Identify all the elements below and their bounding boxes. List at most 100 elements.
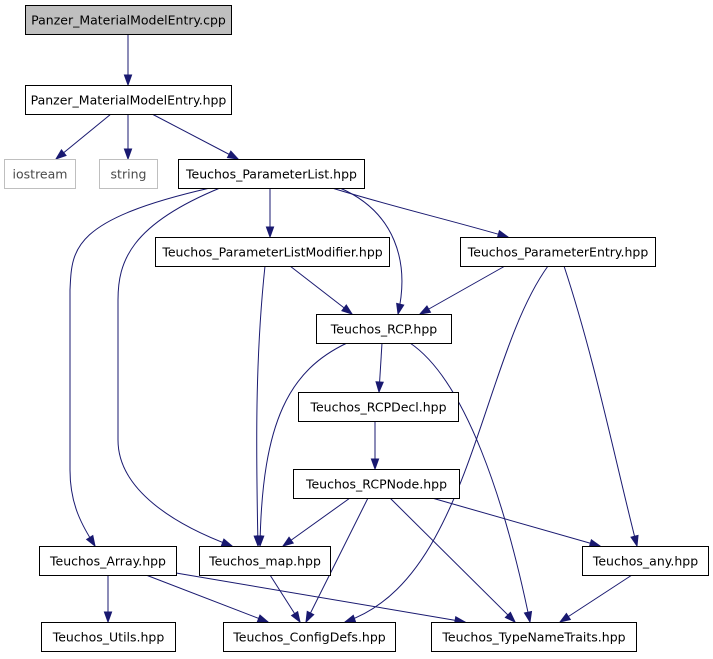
arrowhead bbox=[85, 534, 96, 548]
edge-plmodifier-to-map bbox=[253, 265, 266, 548]
edge-rcpnode-to-configdefs bbox=[305, 497, 369, 624]
node-label: Teuchos_ParameterEntry.hpp bbox=[467, 245, 649, 260]
arrowhead bbox=[341, 304, 354, 315]
arrowhead bbox=[290, 610, 301, 624]
edge-rcpnode-to-any bbox=[431, 497, 602, 548]
edge-plmodifier-to-rcp bbox=[289, 265, 354, 315]
node-label: Teuchos_ParameterListModifier.hpp bbox=[161, 245, 382, 260]
arrowhead bbox=[558, 612, 572, 623]
node-box bbox=[39, 546, 177, 576]
edge-rcp-to-rcpdecl bbox=[375, 342, 384, 394]
nodes-layer: Panzer_MaterialModelEntry.cppPanzer_Mate… bbox=[4, 5, 709, 652]
node-label: Panzer_MaterialModelEntry.hpp bbox=[31, 93, 227, 108]
node-array[interactable]: Teuchos_Array.hpp bbox=[39, 546, 177, 576]
node-box bbox=[582, 546, 709, 576]
node-string: string bbox=[99, 159, 158, 189]
node-paramentry[interactable]: Teuchos_ParameterEntry.hpp bbox=[460, 237, 656, 267]
arrowhead bbox=[343, 614, 357, 623]
arrowhead bbox=[103, 611, 113, 624]
edge-rcp-to-map bbox=[255, 342, 348, 548]
arrowhead bbox=[588, 538, 602, 548]
edge-paramentry-to-any bbox=[563, 265, 639, 548]
arrowhead bbox=[523, 610, 533, 624]
arrowhead bbox=[220, 538, 234, 547]
arrowhead bbox=[370, 458, 380, 471]
arrowhead bbox=[504, 611, 517, 624]
node-label: Teuchos_RCP.hpp bbox=[330, 322, 438, 337]
node-hpp[interactable]: Panzer_MaterialModelEntry.hpp bbox=[25, 85, 232, 115]
edge-rcpnode-to-map bbox=[281, 497, 351, 547]
node-box bbox=[41, 622, 176, 652]
node-box bbox=[99, 159, 158, 189]
node-rcpdecl[interactable]: Teuchos_RCPDecl.hpp bbox=[298, 392, 459, 422]
node-box bbox=[293, 469, 460, 499]
arrowhead bbox=[418, 305, 432, 315]
node-rcp[interactable]: Teuchos_RCP.hpp bbox=[316, 314, 452, 344]
node-utils[interactable]: Teuchos_Utils.hpp bbox=[41, 622, 176, 652]
node-label: Teuchos_RCPNode.hpp bbox=[305, 477, 447, 492]
edge-rcp-to-typenametraits bbox=[409, 342, 533, 624]
node-label: Teuchos_any.hpp bbox=[592, 554, 698, 569]
node-plmodifier[interactable]: Teuchos_ParameterListModifier.hpp bbox=[155, 237, 390, 267]
edge-paramentry-to-rcp bbox=[418, 265, 506, 315]
edge-paramlist-to-rcp bbox=[339, 187, 405, 316]
edge-hpp-to-paramlist bbox=[151, 113, 240, 160]
edge-array-to-utils bbox=[103, 575, 113, 624]
node-label: Teuchos_RCPDecl.hpp bbox=[309, 400, 446, 415]
arrowhead bbox=[54, 149, 67, 160]
edge-array-to-typenametraits bbox=[175, 572, 467, 625]
node-iostream: iostream bbox=[4, 159, 76, 189]
edge-any-to-typenametraits bbox=[558, 574, 633, 623]
edge-array-to-configdefs bbox=[145, 574, 270, 623]
node-label: Teuchos_Array.hpp bbox=[49, 554, 166, 569]
edge-paramlist-to-plmodifier bbox=[265, 188, 275, 239]
edge-paramlist-to-paramentry bbox=[331, 187, 510, 239]
node-map[interactable]: Teuchos_map.hpp bbox=[199, 546, 331, 576]
node-typenametraits[interactable]: Teuchos_TypeNameTraits.hpp bbox=[431, 622, 637, 652]
node-label: Teuchos_ParameterList.hpp bbox=[185, 167, 357, 182]
node-box bbox=[199, 546, 331, 576]
arrowhead bbox=[305, 610, 315, 624]
node-label: Teuchos_TypeNameTraits.hpp bbox=[441, 630, 625, 645]
node-box bbox=[316, 314, 452, 344]
node-paramlist[interactable]: Teuchos_ParameterList.hpp bbox=[178, 159, 365, 189]
node-box bbox=[25, 85, 232, 115]
node-cpp[interactable]: Panzer_MaterialModelEntry.cpp bbox=[25, 5, 232, 35]
node-label: iostream bbox=[13, 167, 68, 182]
edge-hpp-to-iostream bbox=[54, 113, 112, 160]
node-box bbox=[155, 237, 390, 267]
node-label: Panzer_MaterialModelEntry.cpp bbox=[31, 13, 226, 28]
edge-paramentry-to-configdefs bbox=[343, 265, 549, 623]
edge-rcpdecl-to-rcpnode bbox=[370, 421, 380, 471]
arrowhead bbox=[123, 74, 133, 87]
arrowhead bbox=[226, 150, 240, 160]
node-box bbox=[298, 392, 459, 422]
edge-paramlist-to-array bbox=[69, 187, 211, 548]
node-box bbox=[223, 622, 396, 652]
edge-cpp-to-hpp bbox=[123, 34, 133, 87]
node-any[interactable]: Teuchos_any.hpp bbox=[582, 546, 709, 576]
node-label: Teuchos_map.hpp bbox=[208, 554, 321, 569]
arrowhead bbox=[123, 148, 133, 161]
node-configdefs[interactable]: Teuchos_ConfigDefs.hpp bbox=[223, 622, 396, 652]
node-label: string bbox=[111, 167, 147, 182]
arrowhead bbox=[375, 381, 384, 394]
node-rcpnode[interactable]: Teuchos_RCPNode.hpp bbox=[293, 469, 460, 499]
node-box bbox=[178, 159, 365, 189]
edge-map-to-configdefs bbox=[269, 574, 301, 624]
arrowhead bbox=[265, 226, 275, 239]
node-box bbox=[25, 5, 232, 35]
arrowhead bbox=[496, 229, 510, 239]
node-label: Teuchos_ConfigDefs.hpp bbox=[232, 630, 385, 645]
edge-rcpnode-to-typenametraits bbox=[389, 497, 517, 624]
arrowhead bbox=[630, 534, 639, 548]
edges-layer bbox=[54, 34, 639, 625]
edge-paramlist-to-map bbox=[117, 187, 234, 547]
arrowhead bbox=[255, 535, 265, 548]
arrowhead bbox=[281, 536, 295, 547]
node-label: Teuchos_Utils.hpp bbox=[52, 630, 165, 645]
edge-hpp-to-string bbox=[123, 114, 133, 161]
node-box bbox=[4, 159, 76, 189]
node-box bbox=[460, 237, 656, 267]
